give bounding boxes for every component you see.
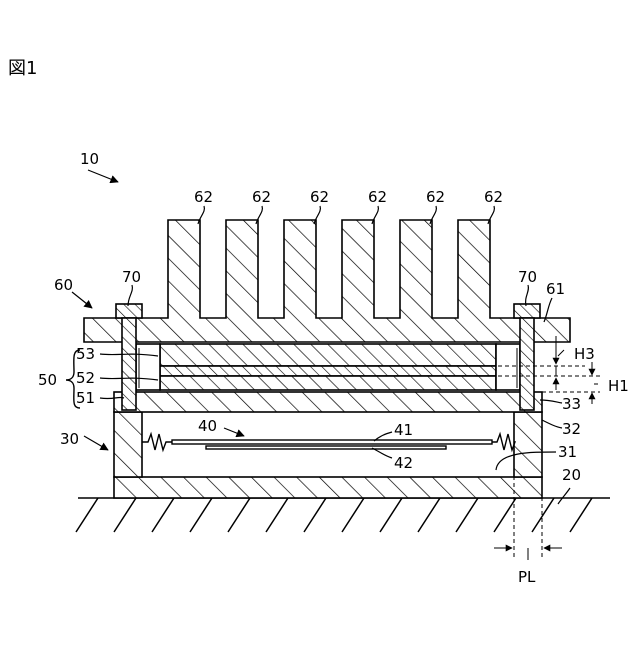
- label-housing-top: 33: [562, 395, 581, 413]
- label-housing-floor: 31: [558, 443, 577, 461]
- label-substrate: 20: [562, 466, 581, 484]
- chip-assembly: [142, 434, 515, 450]
- ground-hatch: [76, 498, 610, 532]
- label-chip-upper: 41: [394, 421, 413, 439]
- label-heat-sink-base: 61: [546, 280, 565, 298]
- screw-shaft-right: [520, 318, 534, 410]
- housing-top: [114, 392, 542, 412]
- label-fin-6: 62: [484, 188, 503, 206]
- label-layer-top: 53: [76, 345, 95, 363]
- spring-left: [142, 434, 172, 450]
- label-dim-h1: H1: [608, 377, 629, 395]
- label-screw-right: 70: [518, 268, 537, 286]
- label-screw-left: 70: [122, 268, 141, 286]
- spring-right: [492, 434, 515, 450]
- label-fin-2: 62: [252, 188, 271, 206]
- housing: [114, 392, 542, 498]
- figure-title: 図1: [8, 58, 37, 79]
- label-fin-5: 62: [426, 188, 445, 206]
- screw-shaft-left: [122, 318, 136, 410]
- housing-wall-left: [114, 412, 142, 477]
- label-layer-bottom: 51: [76, 389, 95, 407]
- label-chip-lower: 42: [394, 454, 413, 472]
- heat-sink: [84, 220, 570, 342]
- label-stack: 50: [38, 371, 57, 389]
- housing-floor: [114, 477, 542, 498]
- screw-head-left: [116, 304, 142, 318]
- layer-top: [160, 344, 496, 366]
- layer-middle: [160, 366, 496, 376]
- label-dim-pl: PL: [518, 568, 536, 586]
- layer-bottom: [160, 376, 496, 390]
- label-fin-4: 62: [368, 188, 387, 206]
- label-chip-assembly: 40: [198, 417, 217, 435]
- layer-stack: [136, 344, 520, 390]
- label-housing: 30: [60, 430, 79, 448]
- label-fin-1: 62: [194, 188, 213, 206]
- label-housing-wall: 32: [562, 420, 581, 438]
- label-heat-sink: 60: [54, 276, 73, 294]
- screw-head-right: [514, 304, 540, 318]
- label-fin-3: 62: [310, 188, 329, 206]
- housing-wall-right: [514, 412, 542, 477]
- label-dim-h3: H3: [574, 345, 595, 363]
- label-layer-middle: 52: [76, 369, 95, 387]
- label-device: 10: [80, 150, 99, 168]
